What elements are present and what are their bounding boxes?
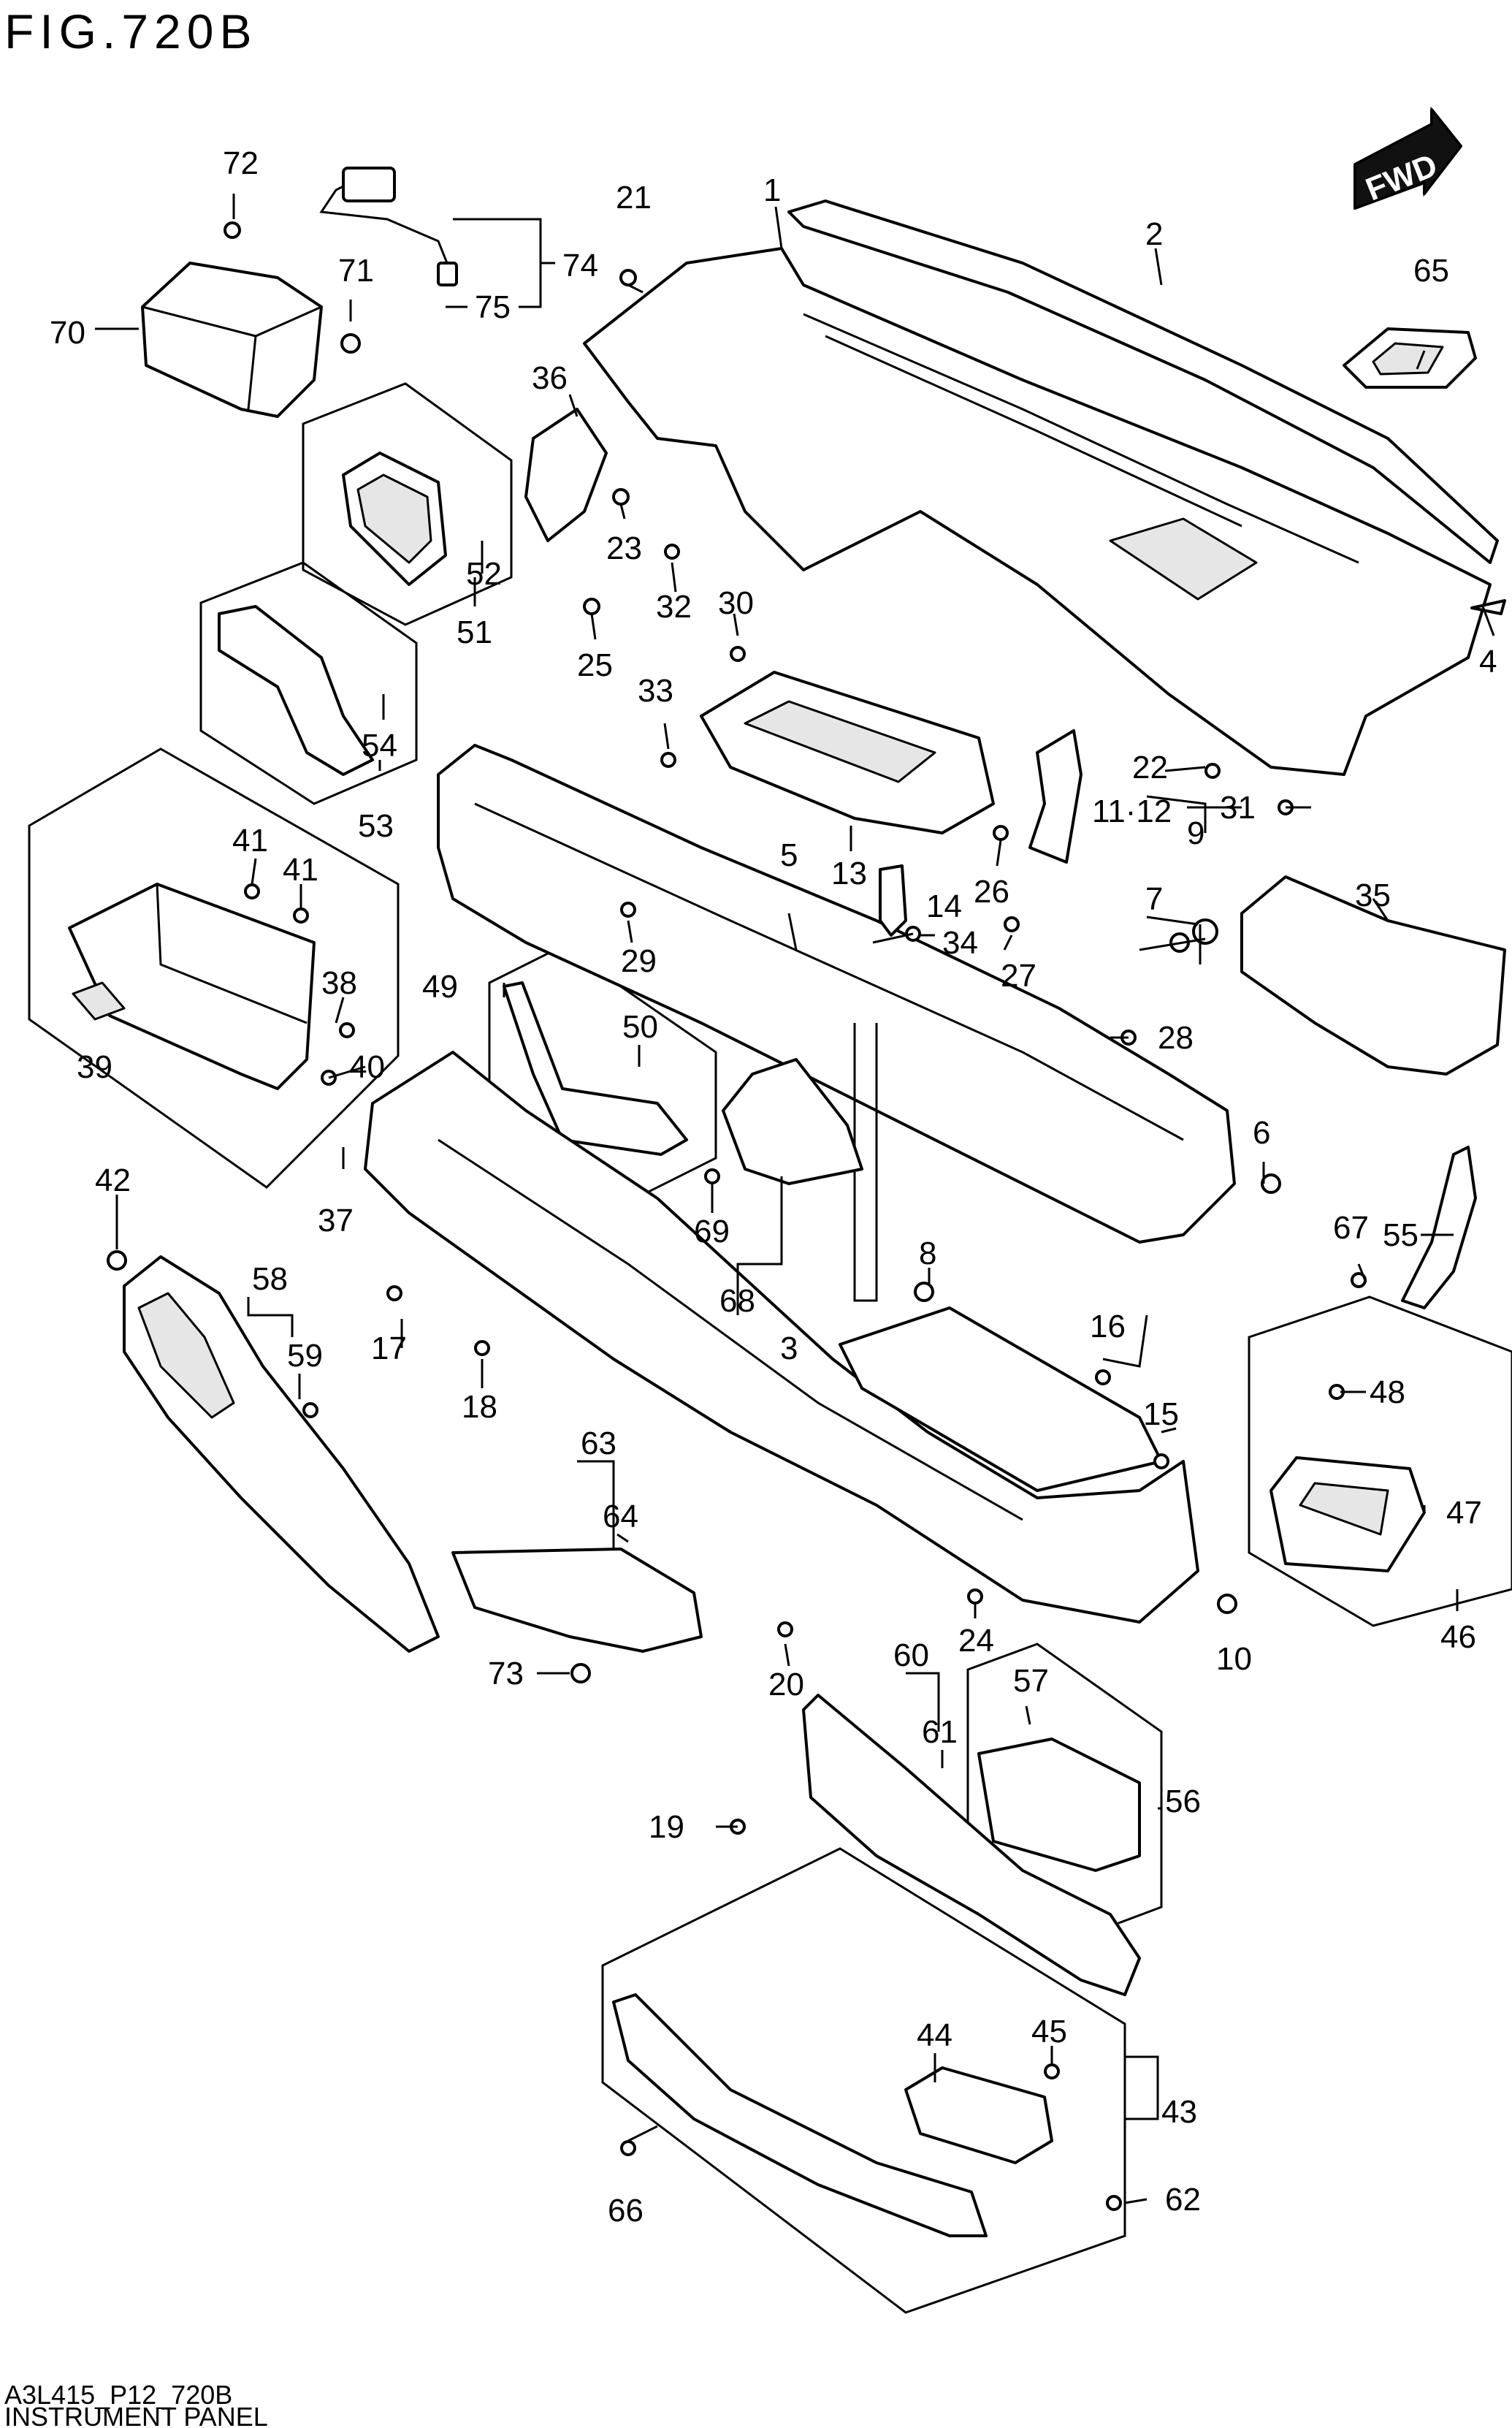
under-cover-63 xyxy=(451,1548,703,1653)
callout-23: 23 xyxy=(606,530,642,566)
leader-lines xyxy=(95,194,1495,2204)
callout-44: 44 xyxy=(917,2017,952,2053)
callout-11-12: 11·12 xyxy=(1092,794,1172,829)
callout-6: 6 xyxy=(1253,1115,1270,1151)
callout-68: 68 xyxy=(719,1283,755,1319)
callout-15: 15 xyxy=(1143,1396,1179,1432)
callout-61: 61 xyxy=(922,1714,958,1750)
callout-43: 43 xyxy=(1161,2094,1197,2130)
callout-38: 38 xyxy=(321,965,357,1001)
figure-title: FIG.720B xyxy=(4,4,257,58)
callout-13: 13 xyxy=(831,856,867,891)
callout-53: 53 xyxy=(358,808,394,844)
callout-60: 60 xyxy=(893,1637,929,1673)
group-box-37 xyxy=(28,747,400,1189)
callout-51: 51 xyxy=(457,614,492,650)
callout-27: 27 xyxy=(1001,958,1036,994)
callout-36: 36 xyxy=(532,360,568,396)
callout-62: 62 xyxy=(1165,2182,1201,2218)
callout-29: 29 xyxy=(621,943,657,979)
callout-19: 19 xyxy=(649,1809,684,1845)
callout-18: 18 xyxy=(462,1389,497,1425)
callout-50: 50 xyxy=(622,1009,658,1045)
callout-65: 65 xyxy=(1413,253,1449,289)
callout-35: 35 xyxy=(1355,878,1391,913)
callout-33: 33 xyxy=(638,673,673,709)
panel-top-strip xyxy=(787,199,1499,564)
group-box-46 xyxy=(1248,1295,1512,1627)
callout-9: 9 xyxy=(1187,815,1204,851)
callout-49: 49 xyxy=(422,969,458,1005)
group-box-43 xyxy=(601,1847,1126,2314)
callout-55: 55 xyxy=(1383,1217,1419,1253)
callout-64: 64 xyxy=(603,1499,638,1534)
callout-3: 3 xyxy=(780,1331,798,1366)
instrument-panel-lower xyxy=(364,1051,1199,1624)
callout-5: 5 xyxy=(780,837,798,873)
callout-58: 58 xyxy=(252,1261,288,1297)
group-box-53 xyxy=(199,561,418,805)
callout-17: 17 xyxy=(371,1331,407,1366)
callout-73: 73 xyxy=(488,1656,524,1691)
callout-22: 22 xyxy=(1132,750,1168,785)
callout-16: 16 xyxy=(1090,1309,1126,1344)
callout-56: 56 xyxy=(1165,1784,1201,1819)
fasteners xyxy=(107,221,1367,2211)
callout-labels: 1 2 3 4 5 6 7 8 9 10 11·12 13 14 15 16 1… xyxy=(50,145,1497,2229)
callout-52: 52 xyxy=(466,556,502,592)
instrument-panel-upper xyxy=(583,247,1492,776)
footer-code: A3L415_P12_720B xyxy=(4,2380,232,2410)
callout-8: 8 xyxy=(919,1236,936,1271)
callout-67: 67 xyxy=(1333,1210,1369,1246)
callout-69: 69 xyxy=(694,1214,730,1249)
callout-39: 39 xyxy=(77,1049,112,1085)
callout-48: 48 xyxy=(1370,1374,1405,1410)
callout-30: 30 xyxy=(718,585,754,621)
callout-40: 40 xyxy=(349,1049,385,1085)
cluster-hood xyxy=(1240,875,1506,1076)
footer-name: INSTRUMENT PANEL xyxy=(4,2402,268,2428)
callout-45: 45 xyxy=(1031,2014,1067,2050)
callout-37: 37 xyxy=(318,1203,354,1238)
callout-70: 70 xyxy=(50,315,85,351)
callout-4: 4 xyxy=(1479,644,1497,680)
callout-47: 47 xyxy=(1446,1495,1482,1531)
callout-25: 25 xyxy=(577,647,613,683)
callout-24: 24 xyxy=(958,1623,994,1659)
callout-59: 59 xyxy=(287,1338,323,1374)
callout-10: 10 xyxy=(1216,1641,1252,1677)
callout-71: 71 xyxy=(338,253,374,289)
callout-75: 75 xyxy=(475,289,511,325)
center-lower-trim xyxy=(802,1694,1141,1996)
callout-14: 14 xyxy=(926,888,962,924)
callout-66: 66 xyxy=(608,2193,644,2229)
callout-31: 31 xyxy=(1220,790,1256,826)
callout-26: 26 xyxy=(974,874,1009,910)
fwd-arrow-icon: FWD xyxy=(1353,106,1462,210)
callout-32: 32 xyxy=(656,589,692,625)
callout-21: 21 xyxy=(616,180,652,216)
airbag-module xyxy=(141,262,323,418)
callout-2: 2 xyxy=(1145,216,1163,252)
group-box-51 xyxy=(302,382,513,626)
callout-54: 54 xyxy=(362,728,397,764)
callout-20: 20 xyxy=(768,1667,804,1702)
callout-42: 42 xyxy=(95,1162,131,1198)
callout-41b: 41 xyxy=(283,852,318,888)
callout-41a: 41 xyxy=(232,823,268,859)
callout-28: 28 xyxy=(1158,1020,1194,1056)
callout-74: 74 xyxy=(562,248,598,283)
callout-63: 63 xyxy=(581,1426,616,1461)
callout-46: 46 xyxy=(1440,1619,1476,1655)
callout-57: 57 xyxy=(1013,1663,1049,1699)
callout-7: 7 xyxy=(1145,881,1163,917)
callout-72: 72 xyxy=(223,145,259,181)
callout-1: 1 xyxy=(763,172,781,208)
callout-34: 34 xyxy=(942,925,978,961)
steering-support-beam xyxy=(437,744,1236,1244)
